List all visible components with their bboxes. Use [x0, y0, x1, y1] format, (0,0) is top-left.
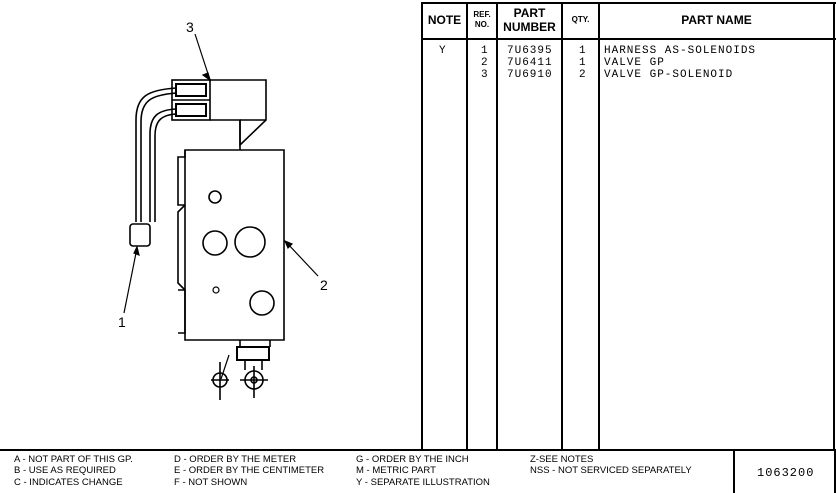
header-part-number-line2: NUMBER: [503, 20, 556, 34]
row-3-part-number: 7U6910: [507, 69, 553, 81]
row-1-part-number: 7U6395: [507, 45, 553, 57]
table-border-left: [421, 2, 423, 449]
harness-wires: [135, 87, 177, 222]
row-1-qty: 1: [579, 45, 587, 57]
table-border-right: [833, 2, 835, 449]
legend-e: E - ORDER BY THE CENTIMETER: [174, 465, 325, 476]
header-ref-no: REF. NO.: [468, 2, 496, 38]
header-note: NOTE: [427, 13, 462, 27]
row-1-ref: 1: [481, 45, 489, 57]
drawing-number: 1063200: [757, 466, 815, 480]
header-ref-no-line1: REF.: [473, 10, 491, 19]
header-qty: QTY.: [571, 15, 590, 24]
header-part-name: PART NAME: [681, 13, 752, 27]
row-3-part-name: VALVE GP-SOLENOID: [604, 69, 734, 81]
row-1-note: Y: [439, 45, 447, 57]
legend-top-border: [0, 449, 836, 451]
row-2-qty: 1: [579, 57, 587, 69]
header-part-number: PART NUMBER: [498, 2, 561, 38]
legend-d: D - ORDER BY THE METER: [174, 454, 297, 465]
row-2-part-name: VALVE GP: [604, 57, 665, 69]
row-3-qty: 2: [579, 69, 587, 81]
callout-1: 1: [118, 314, 126, 330]
legend-nss: NSS - NOT SERVICED SEPARATELY: [530, 465, 692, 476]
valve-illustration: 3 2 1: [118, 19, 328, 400]
row-2-part-number: 7U6411: [507, 57, 553, 69]
header-divider: [421, 38, 836, 40]
legend-m: M - METRIC PART: [356, 465, 436, 476]
parts-list-table: NOTE REF. NO. PART NUMBER QTY. PART NAME…: [421, 2, 836, 449]
row-1-part-name: HARNESS AS-SOLENOIDS: [604, 45, 757, 57]
legend-z: Z-SEE NOTES: [530, 454, 594, 465]
col-divider-note: [466, 2, 468, 449]
legend-y: Y - SEPARATE ILLUSTRATION: [356, 477, 490, 488]
valve-body: [177, 149, 285, 347]
legend-divider: [733, 449, 735, 493]
legend-right-border: [834, 449, 836, 493]
header-part-number-line1: PART: [513, 6, 546, 20]
col-divider-qty: [598, 2, 600, 449]
legend-a: A - NOT PART OF THIS GP.: [14, 454, 133, 465]
legend-f: F - NOT SHOWN: [174, 477, 248, 488]
callout-2: 2: [320, 277, 328, 293]
leader-lines: [123, 33, 319, 380]
legend-b: B - USE AS REQUIRED: [14, 465, 116, 476]
row-2-ref: 2: [481, 57, 489, 69]
table-border-top: [421, 2, 836, 4]
legend-footer: A - NOT PART OF THIS GP. B - USE AS REQU…: [0, 449, 836, 493]
legend-c: C - INDICATES CHANGE: [14, 477, 123, 488]
solenoid-connector: [171, 79, 267, 150]
callout-3: 3: [186, 19, 194, 35]
legend-g: G - ORDER BY THE INCH: [356, 454, 469, 465]
col-divider-ref: [496, 2, 498, 449]
col-divider-part-number: [561, 2, 563, 449]
exploded-view-drawing: 3 2 1: [0, 0, 420, 450]
row-3-ref: 3: [481, 69, 489, 81]
bottom-fittings: [211, 346, 270, 400]
header-ref-no-line2: NO.: [474, 20, 490, 29]
harness-plug: [129, 223, 151, 247]
